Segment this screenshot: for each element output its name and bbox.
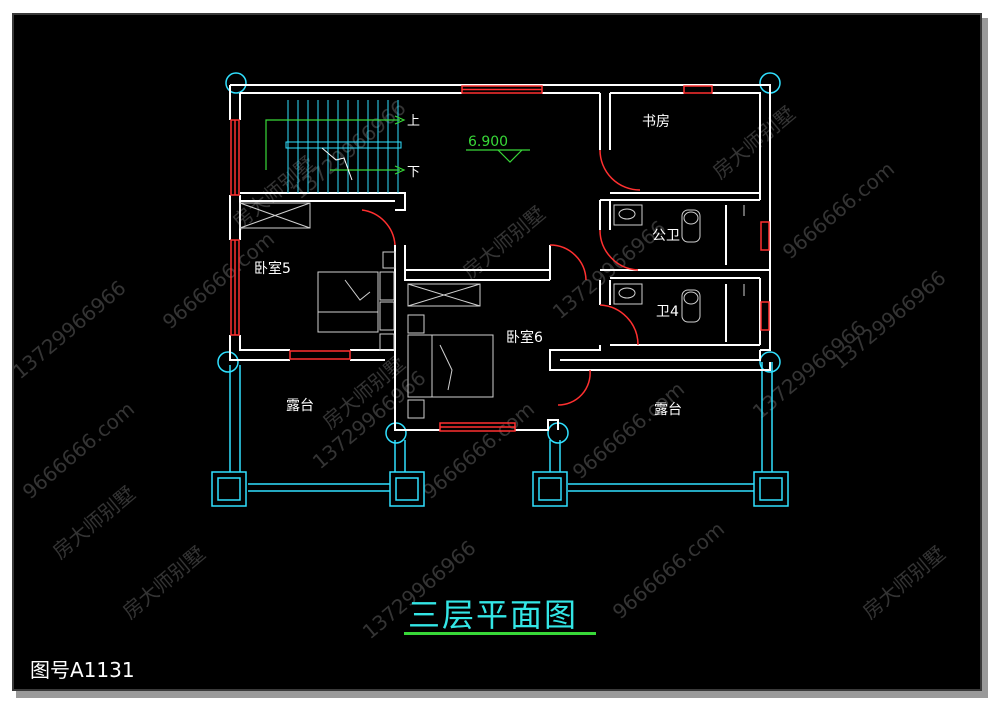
bed [317, 271, 379, 333]
room-label-terrace-left: 露台 [286, 398, 314, 414]
watermark-text: 房大师别墅 [858, 541, 950, 624]
column [753, 471, 789, 507]
window [683, 85, 713, 94]
room-label-bedroom5: 卧室5 [254, 260, 291, 277]
room-label-public-bath: 公卫 [652, 228, 680, 244]
room-label-study: 书房 [642, 114, 670, 130]
watermark-text: 9666666.com [608, 517, 729, 624]
windows [230, 85, 770, 432]
door-swing [361, 209, 396, 246]
plan-title: 三层平面图 [408, 596, 579, 634]
bed [407, 334, 494, 398]
drawing-frame [12, 13, 982, 691]
door-swing [599, 229, 639, 271]
walls [229, 84, 771, 431]
staircase [285, 100, 402, 193]
watermark-text: 房大师别墅 [118, 541, 210, 624]
watermark-text: 房大师别墅 [458, 201, 550, 284]
terrace-structure [211, 72, 789, 507]
watermark-text: 房大师别墅 [48, 481, 140, 564]
column [532, 471, 568, 507]
room-label-bedroom6: 卧室6 [506, 329, 543, 346]
stair-down-label: 下 [407, 165, 420, 180]
column [389, 471, 425, 507]
watermark-text: 房大师别墅 [708, 101, 800, 184]
room-labels: 书房 公卫 卫4 卧室5 卧室6 露台 露台 [254, 114, 682, 418]
drawing-number: 图号A1131 [30, 658, 135, 682]
title-underline [404, 632, 596, 635]
elevation-value: 6.900 [468, 134, 508, 150]
stair-up-label: 上 [407, 114, 420, 129]
wardrobe [407, 283, 481, 307]
watermark-text: 13729966966 [288, 95, 411, 203]
door-swing [557, 369, 591, 406]
watermark-text: 13729966966 [8, 275, 131, 383]
stair-break [321, 147, 353, 181]
watermark-text: 9666666.com [778, 157, 899, 264]
watermark-text: 13729966966 [828, 265, 951, 373]
column [211, 471, 247, 507]
watermark-text: 9666666.com [418, 397, 539, 504]
room-label-bath4: 卫4 [656, 304, 679, 320]
window [760, 301, 770, 331]
furniture [239, 202, 745, 419]
stair-arrows [265, 115, 406, 175]
door-swing [599, 304, 639, 346]
window [760, 221, 770, 251]
door-swing [549, 244, 587, 281]
watermark-text: 9666666.com [158, 227, 279, 334]
room-label-terrace-right: 露台 [654, 402, 682, 418]
door-swing [599, 149, 641, 191]
elevation-mark [466, 149, 530, 163]
watermark-text: 9666666.com [568, 377, 689, 484]
window [289, 350, 351, 360]
wardrobe [239, 202, 311, 229]
watermark-layer: 房大师别墅 13729966966 9666666.com 房大师别墅 1372… [8, 95, 951, 643]
